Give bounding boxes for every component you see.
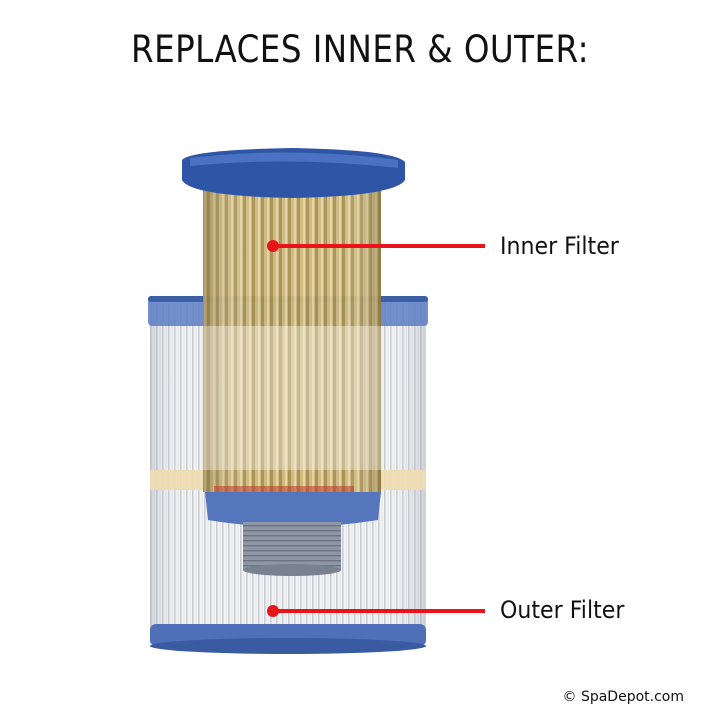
page-title: REPLACES INNER & OUTER:: [131, 28, 589, 71]
inner-filter-pointer: [267, 240, 485, 252]
outer-filter-label: Outer Filter: [500, 596, 625, 624]
inner-filter: [182, 148, 405, 576]
copyright-text: © SpaDepot.com: [562, 689, 685, 705]
outer-filter-pointer: [267, 605, 485, 617]
inner-filter-label: Inner Filter: [500, 232, 619, 260]
